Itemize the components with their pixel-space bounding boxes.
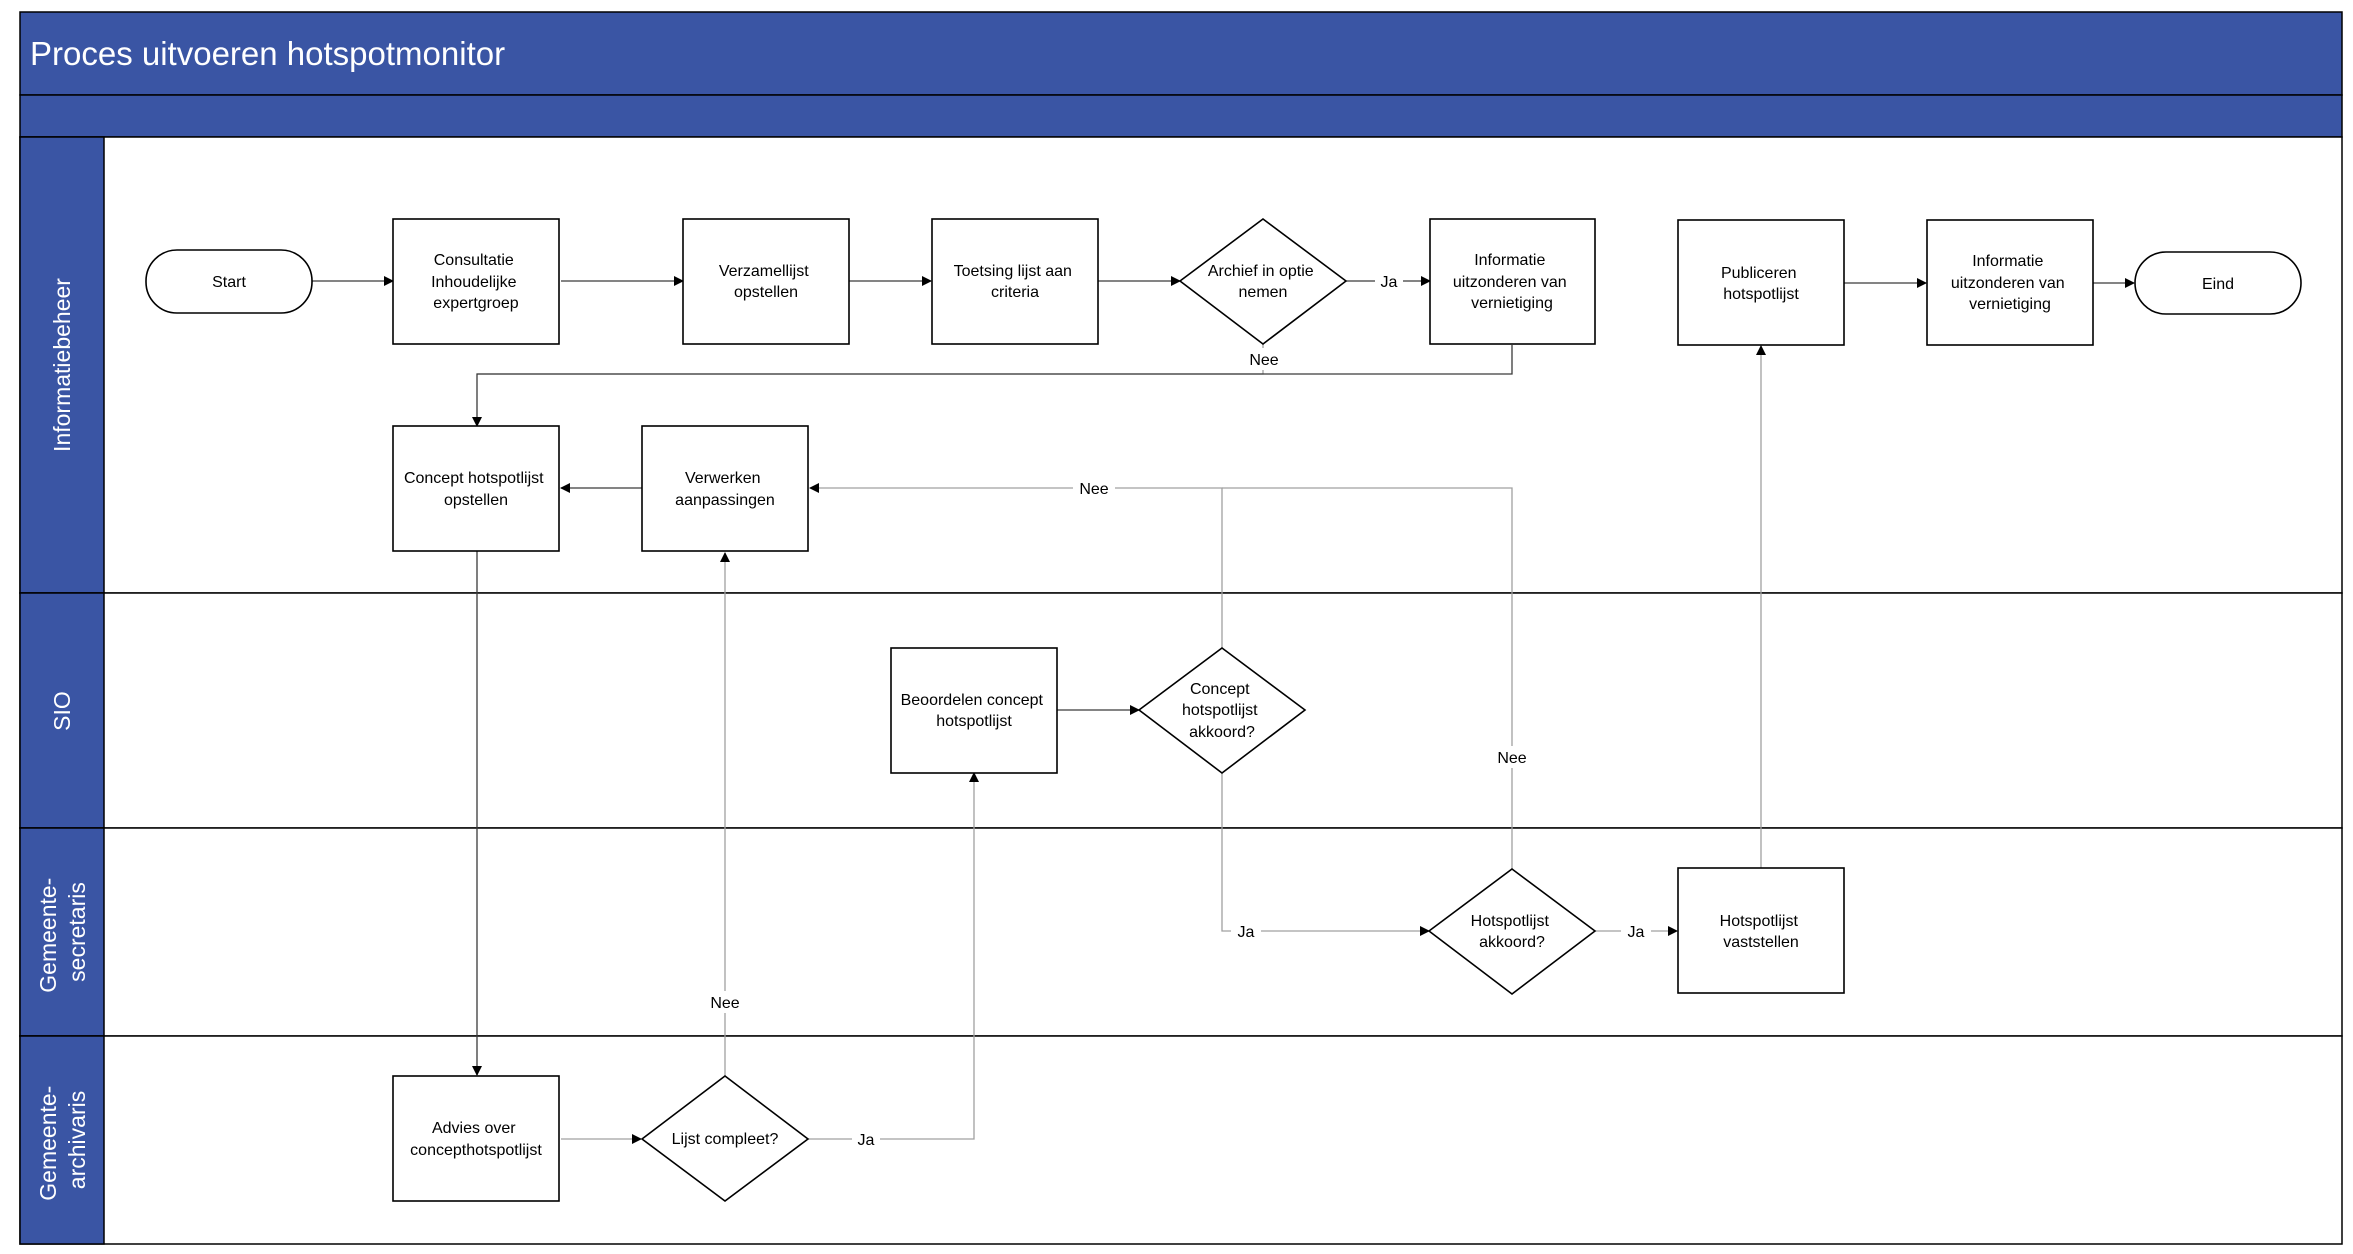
node-label: Eind [2202,276,2234,293]
edge-label-ja: Ja [1238,924,1255,941]
node-label: Concept hotspotlijst akkoord? [1182,681,1262,741]
node-verwerken: Verwerken aanpassingen [641,425,809,552]
edge-label-nee: Nee [1249,352,1278,369]
lane-header [19,827,105,1037]
lane-header [19,1035,105,1245]
connectors [312,276,2135,1144]
node-archief: Archief in optie nemen [1178,218,1348,346]
node-hotspotakkoord: Hotspotlijst akkoord? [1427,868,1597,996]
node-label: Archief in optie nemen [1208,263,1318,301]
edge-uitzonderen1-concept [472,345,1513,427]
lane-label: SIO [49,691,75,731]
node-concept: Concept hotspotlijst opstellen [392,425,560,552]
edge-label-ja: Ja [1628,924,1645,941]
edge-hotspotakkoord-verwerken [1222,487,1513,869]
lane-informatiebeheer: Informatiebeheer [19,136,2343,594]
edge-label-ja: Ja [858,1132,875,1149]
node-toetsing: Toetsing lijst aan criteria [931,218,1099,345]
edge-conceptakkoord-hotspotakkoord [1221,773,1430,936]
node-label: Toetsing lijst aan criteria [954,263,1077,301]
lane-label: Informatiebeheer [49,278,75,452]
node-beoordelen: Beoordelen concept hotspotlijst [890,647,1058,774]
title-bar [19,11,2343,96]
node-label: Start [212,274,246,291]
edge-labels: Ja Nee Nee Nee Ja Ja Nee Ja [704,270,1651,1150]
node-label: Informatie uitzonderen van vernietiging [1951,253,2069,313]
node-vaststellen: Hotspotlijst vaststellen [1677,867,1845,994]
node-advies: Advies over concepthotspotlijst [392,1075,560,1202]
node-label: Advies over concepthotspotlijst [410,1120,542,1159]
lane-gemeentesecretaris: Gemeente- secretaris [19,827,2343,1037]
diagram-title: Proces uitvoeren hotspotmonitor [30,35,505,72]
node-uitzonderen1: Informatie uitzonderen van vernietiging [1429,218,1596,345]
node-uitzonderen2: Informatie uitzonderen van vernietiging [1926,219,2094,346]
node-label: Consultatie Inhoudelijke expertgroep [431,252,521,312]
node-compleet: Lijst compleet? [640,1074,810,1202]
lane-header [19,592,105,829]
node-label: Concept hotspotlijst opstellen [404,470,548,509]
node-verzamellijst: Verzamellijst opstellen [682,218,850,345]
edge-label-nee: Nee [1079,481,1108,498]
node-label: Verzamellijst opstellen [719,263,813,301]
edge-label-nee: Nee [1497,750,1526,767]
edge-label-nee: Nee [710,995,739,1012]
node-label: Hotspotlijst vaststellen [1720,913,1803,951]
subheader-bar [19,94,2343,138]
node-publiceren: Publiceren hotspotlijst [1677,219,1845,346]
lane-label: Gemeente- archivaris [35,1079,90,1200]
node-conceptakkoord: Concept hotspotlijst akkoord? [1137,647,1307,775]
node-label: Verwerken aanpassingen [675,470,775,509]
node-label: Lijst compleet? [672,1131,779,1148]
lane-header [19,136,105,594]
node-consultatie: Consultatie Inhoudelijke expertgroep [392,218,560,345]
node-start: Start [145,249,313,314]
lane-label: Gemeente- secretaris [35,871,90,992]
node-label: Hotspotlijst akkoord? [1471,913,1554,951]
node-eind: Eind [2134,251,2302,315]
lane-gemeentearchivaris: Gemeente- archivaris [19,1035,2343,1245]
node-label: Informatie uitzonderen van vernietiging [1453,252,1571,312]
edge-label-ja: Ja [1381,274,1398,291]
node-label: Beoordelen concept hotspotlijst [901,692,1048,730]
nodes: Start Consultatie Inhoudelijke expertgro… [145,218,2302,1202]
node-label: Publiceren hotspotlijst [1721,265,1801,303]
